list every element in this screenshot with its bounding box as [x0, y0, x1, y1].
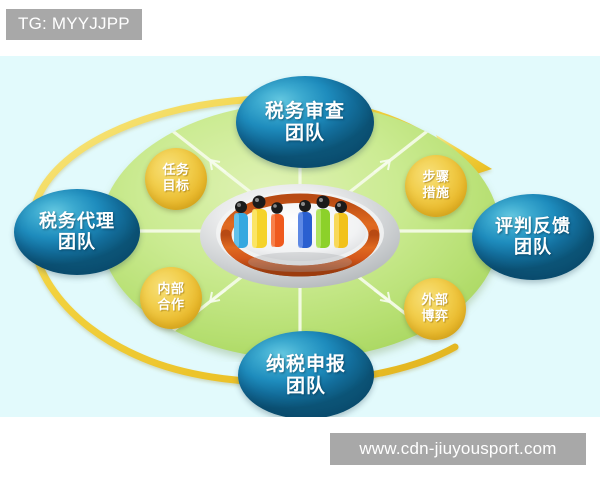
subnode-steps-measures[interactable]: 步骤 措施 [398, 148, 474, 224]
subnode-external-game[interactable]: 外部 博弈 [397, 271, 473, 347]
diagram-stage: 税务审查 团队 税务代理 团队 评判反馈 团队 纳税申报 团队 任务 目标 步骤… [0, 56, 600, 417]
node-label-line2: 团队 [58, 232, 96, 253]
node-evaluation-feedback-team[interactable]: 评判反馈 团队 [472, 194, 594, 280]
subnode-label-line1: 步骤 [422, 169, 450, 185]
tg-badge: TG: MYYJJPP [6, 9, 142, 40]
subnode-label-line2: 目标 [162, 179, 190, 194]
subnode-label-line1: 内部 [157, 281, 185, 297]
node-label-line1: 税务代理 [39, 210, 115, 232]
node-tax-audit-team[interactable]: 税务审查 团队 [236, 76, 374, 168]
node-label-line1: 税务审查 [264, 99, 345, 122]
subnode-task-goals[interactable]: 任务 目标 [138, 141, 214, 217]
node-label-line2: 团队 [514, 237, 552, 258]
subnode-label-line2: 博弈 [421, 309, 449, 324]
subnode-label-line1: 外部 [421, 292, 449, 308]
site-watermark: www.cdn-jiuyousport.com [330, 433, 586, 465]
subnode-label-line2: 合作 [157, 298, 185, 313]
node-tax-agency-team[interactable]: 税务代理 团队 [14, 189, 140, 275]
center-team-graphic [200, 184, 400, 288]
node-label-line2: 团队 [285, 375, 326, 397]
subnode-internal-cooperation[interactable]: 内部 合作 [133, 260, 209, 336]
subnode-label-line1: 任务 [162, 162, 190, 178]
node-tax-declaration-team[interactable]: 纳税申报 团队 [238, 331, 374, 417]
node-label-line1: 纳税申报 [265, 352, 346, 375]
subnode-label-line2: 措施 [422, 186, 450, 201]
node-label-line1: 评判反馈 [495, 215, 571, 237]
node-label-line2: 团队 [284, 122, 325, 144]
